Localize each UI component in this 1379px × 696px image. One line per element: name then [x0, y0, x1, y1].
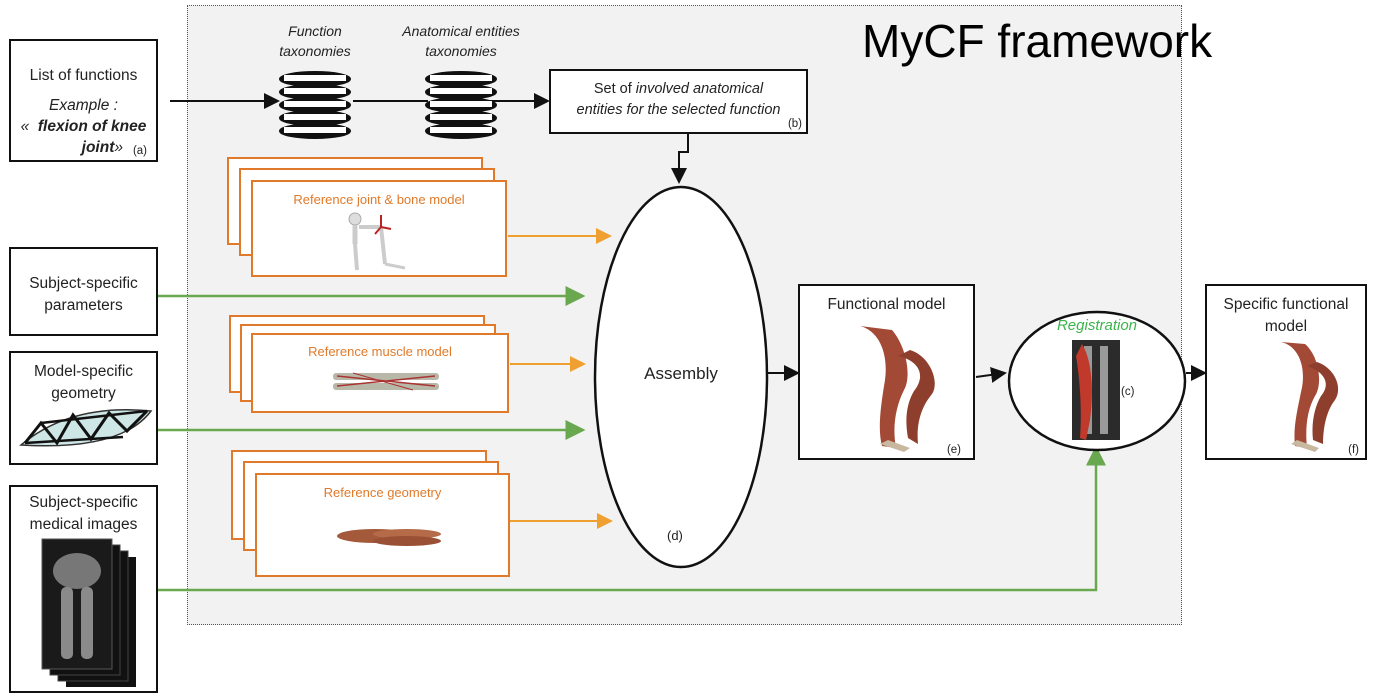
anatomical-taxonomy-database-icon: [425, 71, 497, 139]
function-taxonomies-line-1: Function: [288, 23, 342, 39]
mesh-geometry-icon: [19, 408, 153, 447]
tag-b: (b): [787, 118, 802, 130]
function-taxonomies-label: Function taxonomies: [230, 21, 400, 61]
function-taxonomies-line-2: taxonomies: [279, 43, 351, 59]
muscle-model-label: Reference muscle model: [308, 344, 452, 359]
example-value-2: joint: [81, 139, 115, 156]
arrow-set-to-assembly: [671, 134, 689, 184]
tag-d: (d): [667, 528, 683, 543]
subject-parameters-line-2: parameters: [44, 297, 123, 314]
anatomical-taxonomies-label: Anatomical entities taxonomies: [376, 21, 546, 61]
medical-images-line-2: medical images: [29, 516, 138, 533]
functional-model-title: Functional model: [827, 296, 946, 313]
model-geometry-line-1: Model-specific: [33, 363, 134, 380]
list-of-functions-title: List of functions: [29, 67, 138, 84]
arrow-functional-to-registration: [975, 366, 1007, 383]
involved-entities-box: Set of involved anatomical entities for …: [549, 69, 808, 134]
assembly-ellipse: [593, 185, 769, 569]
specific-model-box: Specific functional model (f): [1205, 284, 1367, 460]
reference-geometry-card: Reference geometry: [255, 473, 510, 577]
medical-images-box: Subject-specific medical images: [9, 485, 158, 693]
tag-e: (e): [946, 444, 961, 456]
involved-entities-prefix: Set of: [593, 81, 636, 97]
medical-images-line-1: Subject-specific: [29, 494, 138, 511]
subject-parameters-box: Subject-specific parameters: [9, 247, 158, 336]
tag-c: (c): [1121, 386, 1135, 398]
example-value-line-1: « flexion of knee: [11, 116, 156, 137]
involved-entities-line-1: Set of involved anatomical: [551, 79, 806, 100]
model-geometry-line-2: geometry: [51, 385, 116, 402]
muscle-model-card: Reference muscle model: [251, 333, 509, 413]
anatomical-taxonomies-line-1: Anatomical entities: [402, 23, 520, 39]
involved-entities-italic-1: involved anatomical: [635, 81, 764, 97]
model-geometry-box: Model-specific geometry: [9, 351, 158, 465]
arrow-images-to-registration: [158, 445, 1106, 592]
reference-geometry-label: Reference geometry: [323, 485, 442, 500]
involved-entities-line-2: entities for the selected function: [576, 102, 781, 118]
subject-parameters-line-1: Subject-specific: [29, 275, 138, 292]
tag-f: (f): [1348, 444, 1359, 456]
skeleton-icon: [348, 212, 406, 271]
example-label: Example :: [49, 97, 118, 114]
geometry-body-icon: [337, 529, 441, 546]
leg-model-icon: [860, 326, 935, 452]
joint-bone-model-card: Reference joint & bone model: [251, 180, 507, 277]
example-close-quote: »: [114, 139, 123, 156]
anatomical-taxonomies-line-2: taxonomies: [425, 43, 497, 59]
specific-model-title-1: Specific functional: [1223, 296, 1349, 313]
framework-title: MyCF framework: [862, 15, 1213, 67]
assembly-label: Assembly: [644, 364, 718, 383]
example-open-quote: «: [20, 118, 30, 135]
example-value-1: flexion of knee: [37, 118, 147, 135]
tag-a: (a): [132, 145, 147, 157]
specific-leg-model-icon: [1281, 342, 1339, 452]
list-of-functions-box: List of functions Example : « flexion of…: [9, 39, 158, 162]
joint-bone-model-label: Reference joint & bone model: [293, 192, 465, 207]
mri-stack-icon: [41, 538, 136, 687]
specific-model-title-2: model: [1264, 318, 1308, 335]
muscle-model-icon: [333, 372, 439, 391]
functional-model-box: Functional model (e): [798, 284, 975, 460]
function-taxonomy-database-icon: [279, 71, 351, 139]
example-value-line-2: joint»: [11, 137, 123, 158]
registration-label: Registration: [1056, 317, 1138, 334]
